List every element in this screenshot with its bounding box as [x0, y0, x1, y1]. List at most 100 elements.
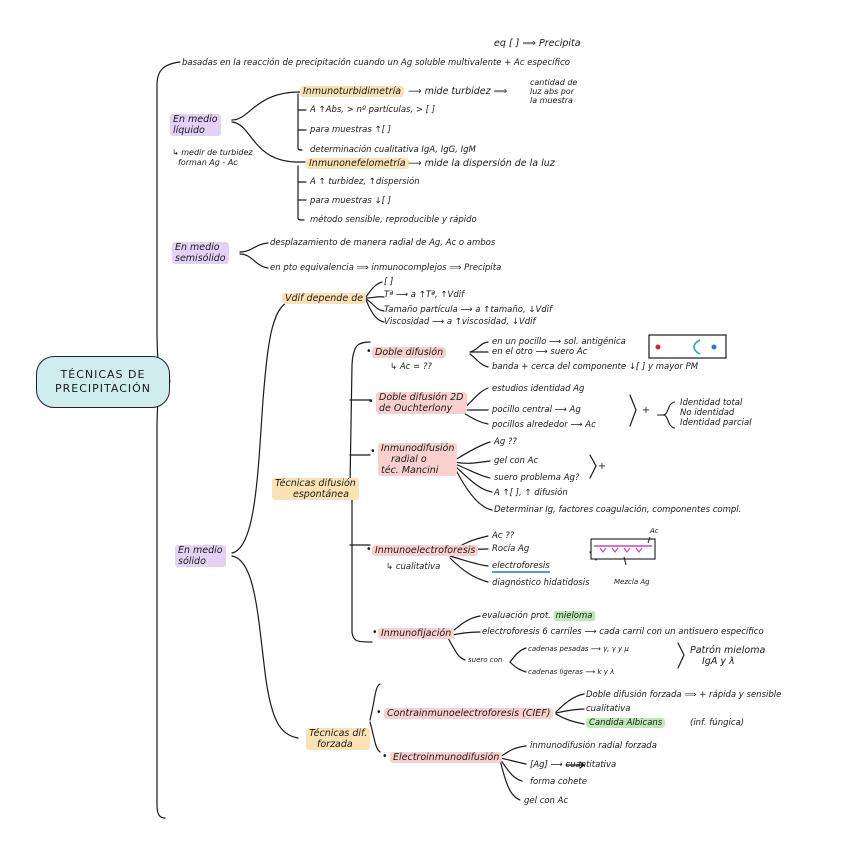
immunofixation-chain: cadenas ligeras ⟶ k y λ — [528, 668, 615, 676]
turbidimetry-title: Inmunoturbidimetría — [300, 86, 405, 97]
double-diffusion-figure — [648, 334, 727, 359]
solid-label-line2: sólido — [178, 556, 206, 567]
ouchterlony-bracket — [657, 401, 676, 429]
immunoelectrophoresis-item: electroforesis — [492, 561, 550, 573]
ouchterlony-title: Doble difusión 2D de Ouchterlony — [376, 392, 467, 414]
root-node: TÉCNICAS DE PRECIPITACIÓN — [36, 356, 170, 408]
top-equivalence-note: eq [ ] ⟹ Precipita — [494, 38, 581, 49]
sample-pointer — [623, 556, 627, 565]
myeloma-pattern: Patrón mieloma IgA y λ — [690, 645, 765, 667]
solid-label-line1: En medio — [178, 545, 223, 556]
mancini-line1: Inmunodifusión — [381, 443, 455, 454]
precipitate-band — [693, 339, 701, 355]
liquid-medium-label: En medio líquido — [170, 114, 221, 136]
turbidimetry-item: para muestras ↑[ ] — [310, 125, 391, 135]
turbidimetry-arrow: ⟶ mide turbidez ⟹ — [408, 86, 508, 97]
gel-plate — [648, 334, 727, 359]
ouchterlony-plus: + — [642, 405, 650, 416]
liquid-label-line2: líquido — [173, 125, 205, 136]
liquid-note: ↳ medir de turbidez forman Ag - Ac — [172, 148, 253, 168]
nephelometry-item: método sensible, reproducible y rápido — [310, 215, 477, 225]
double-diffusion-item: en el otro ⟶ suero Ac — [492, 347, 588, 357]
mancini-item: Ag ?? — [494, 437, 517, 447]
mancini-title: Inmunodifusión radial o téc. Mancini — [378, 443, 458, 476]
semisolid-label-line1: En medio — [175, 242, 220, 253]
bullet: • — [370, 446, 376, 457]
intro-text: basadas en la reacción de precipitación … — [182, 58, 570, 68]
liquid-note-line2: forman Ag - Ac — [178, 158, 238, 167]
figure-label-ac: Ac — [650, 527, 659, 535]
immunoelectrophoresis-title: Inmunoelectroforesis — [372, 545, 479, 556]
forced-line1: Técnicas dif. — [309, 728, 368, 739]
ac-pointer — [647, 536, 651, 544]
electroimmunodiffusion-item: [Ag] ⟶ cuantitativa — [530, 760, 617, 770]
immunofixation-chain: cadenas pesadas ⟶ γ, γ y μ — [528, 645, 629, 653]
ouchterlony-item: pocillos alrededor ⟶ Ac — [492, 420, 596, 430]
ciief-title: Contrainmunoelectroforesis (CIEF) — [384, 708, 554, 719]
measure-line3: la muestra — [530, 96, 573, 105]
ciief-item: Doble difusión forzada ⟹ + rápida y sens… — [586, 690, 782, 700]
ouchterlony-result: Identidad total — [680, 398, 743, 408]
mancini-line2: radial o — [391, 454, 427, 465]
immunoelectrophoresis-note: ↳ cualitativa — [386, 562, 441, 572]
nephelometry-item: para muestras ↓[ ] — [310, 196, 391, 206]
forced-line2: forzada — [317, 739, 353, 750]
ciief-item: cualitativa — [586, 704, 631, 714]
immunoelectrophoresis-figure — [590, 536, 656, 565]
liquid-label-line1: En medio — [173, 114, 218, 125]
figure-label-ag: Mezcla Ag — [614, 578, 650, 586]
vdif-item: [ ] — [384, 277, 394, 287]
root-title-line2: PRECIPITACIÓN — [54, 382, 152, 395]
double-diffusion-title: Doble difusión — [372, 347, 447, 358]
antigen-well — [655, 344, 661, 350]
solid-medium-label: En medio sólido — [175, 545, 226, 567]
pattern-line1: Patrón mieloma — [690, 645, 766, 656]
electroimmunodiffusion-item: gel con Ac — [524, 796, 569, 806]
immunoelectrophoresis-item: diagnóstico hidatidosis — [492, 578, 590, 588]
mancini-plus: + — [598, 461, 606, 472]
pattern-line2: IgA y λ — [702, 656, 735, 667]
bullet: • — [376, 707, 382, 718]
diffusion-arrows — [599, 547, 643, 553]
double-diffusion-item: en un pocillo ⟶ sol. antigénica — [492, 337, 626, 347]
immunoelectrophoresis-item: Rocía Ag — [492, 544, 530, 554]
antibody-well — [711, 344, 717, 350]
turbidimetry-item: A ↑Abs, > nº partículas, > [ ] — [310, 105, 436, 115]
bullet: • — [366, 346, 372, 357]
ouchterlony-item: pocillo central ⟶ Ag — [492, 405, 581, 415]
bullet: • — [372, 627, 378, 638]
electroimmunodiffusion-title: Electroinmunodifusión — [390, 752, 503, 763]
mancini-line3: téc. Mancini — [381, 465, 439, 476]
nephelometry-arrow: ⟶ mide la dispersión de la luz — [408, 158, 555, 169]
spontaneous-label: Técnicas difusión espontánea — [272, 478, 359, 500]
nephelometry-title: Inmunonefelometría — [306, 158, 409, 169]
vdif-item: Viscosidad ⟶ a ↑viscosidad, ↓Vdif — [384, 317, 536, 327]
semisolid-medium-label: En medio semisólido — [172, 242, 229, 264]
measure-line1: cantidad de — [530, 78, 578, 87]
electroimmunodiffusion-item: forma cohete — [530, 777, 587, 787]
results-connector — [657, 401, 676, 429]
turbidimetry-item: determinación cualitativa IgA, IgG, IgM — [310, 145, 476, 155]
double-diffusion-item: banda + cerca del componente ↓[ ] y mayo… — [492, 362, 699, 372]
root-title-line1: TÉCNICAS DE — [60, 368, 146, 381]
bullet: • — [366, 544, 372, 555]
vdif-item: Tamaño partícula ⟶ a ↑tamaño, ↓Vdif — [384, 305, 553, 315]
liquid-note-line1: ↳ medir de turbidez — [172, 148, 253, 157]
ouchterlony-item: estudios identidad Ag — [492, 384, 585, 394]
immunofixation-item: suero con — [468, 656, 503, 664]
bullet: • — [382, 751, 388, 762]
gel-strip — [590, 538, 656, 560]
ciief-item: Candida Albicans — [586, 718, 666, 728]
vdif-title: Vdif depende de — [282, 293, 367, 304]
immunofixation-item: evaluación prot. mieloma — [482, 611, 595, 621]
ouchterlony-line1: Doble difusión 2D — [379, 392, 464, 403]
ciief-extra: (inf. fúngica) — [690, 718, 745, 728]
ouchterlony-result: No identidad — [680, 408, 735, 418]
mancini-item: suero problema Ag? — [494, 473, 580, 483]
immunofixation-title: Inmunofijación — [378, 628, 455, 639]
immunoelectrophoresis-item: Ac ?? — [492, 531, 515, 541]
semisolid-item: desplazamiento de manera radial de Ag, A… — [270, 238, 496, 248]
ouchterlony-result: Identidad parcial — [680, 418, 752, 428]
